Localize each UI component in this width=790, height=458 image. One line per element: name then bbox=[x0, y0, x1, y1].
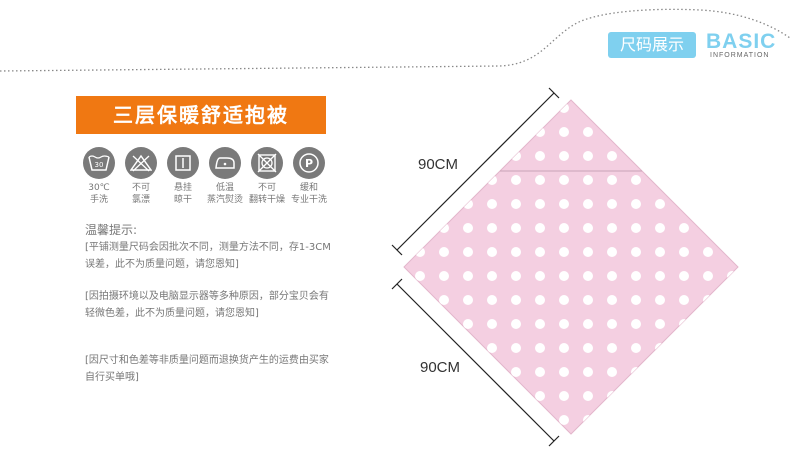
dimension-label-bottom: 90CM bbox=[420, 359, 461, 376]
tips-title: 温馨提示: bbox=[85, 223, 138, 237]
care-label-2: 专业干洗 bbox=[290, 195, 327, 205]
care-label-2: 手洗 bbox=[89, 195, 108, 205]
tip-color-difference: [因拍摄环境以及电脑显示器等多种原因，部分宝贝会有轻微色差，此不为质量问题，请您… bbox=[85, 291, 329, 319]
tip-return-shipping: [因尺寸和色差等非质量问题而退换货产生的运费由买家自行买单哦] bbox=[85, 355, 329, 383]
wash-temp-text: 30 bbox=[95, 161, 104, 169]
care-label-1: 低温 bbox=[215, 183, 234, 193]
care-label-1: 不可 bbox=[257, 183, 276, 193]
care-label-2: 氯漂 bbox=[131, 195, 150, 205]
low-iron-icon bbox=[209, 147, 241, 179]
care-label-2: 翻转干燥 bbox=[248, 195, 285, 205]
care-label-1: 悬挂 bbox=[173, 183, 192, 193]
header-dotted-line bbox=[0, 8, 790, 72]
care-item-dryclean: P 缓和专业干洗 bbox=[288, 147, 330, 206]
care-label-1: 不可 bbox=[131, 183, 150, 193]
care-item-tumble: 不可翻转干燥 bbox=[246, 147, 288, 206]
no-bleach-icon bbox=[125, 147, 157, 179]
care-label-1: 30℃ bbox=[88, 183, 110, 193]
product-title: 三层保暖舒适抱被 bbox=[76, 96, 326, 134]
care-label-2: 晾干 bbox=[173, 195, 192, 205]
basic-label: BASIC bbox=[706, 30, 777, 53]
care-item-bleach: 不可氯漂 bbox=[120, 147, 162, 206]
care-label-2: 蒸汽熨烫 bbox=[206, 195, 243, 205]
dimension-line-top bbox=[391, 87, 560, 256]
care-label-1: 缓和 bbox=[299, 183, 318, 193]
information-label: INFORMATION bbox=[710, 52, 770, 59]
hang-dry-icon bbox=[167, 147, 199, 179]
dimension-line-bottom bbox=[391, 278, 560, 447]
dry-clean-p-icon: P bbox=[293, 147, 325, 179]
care-item-wash: 30 30℃ 手洗 bbox=[78, 147, 120, 206]
wash-30-icon: 30 bbox=[83, 147, 115, 179]
dry-clean-letter: P bbox=[305, 157, 313, 170]
care-item-hang: 悬挂晾干 bbox=[162, 147, 204, 206]
blanket-shape bbox=[403, 99, 739, 435]
dimension-label-top: 90CM bbox=[418, 156, 459, 173]
tip-measurement: [平铺测量尺码会因批次不同，测量方法不同，存1-3CM误差，此不为质量问题，请您… bbox=[85, 242, 331, 270]
no-tumble-dry-icon bbox=[251, 147, 283, 179]
care-item-iron: 低温蒸汽熨烫 bbox=[204, 147, 246, 206]
size-display-badge: 尺码展示 bbox=[608, 32, 696, 58]
